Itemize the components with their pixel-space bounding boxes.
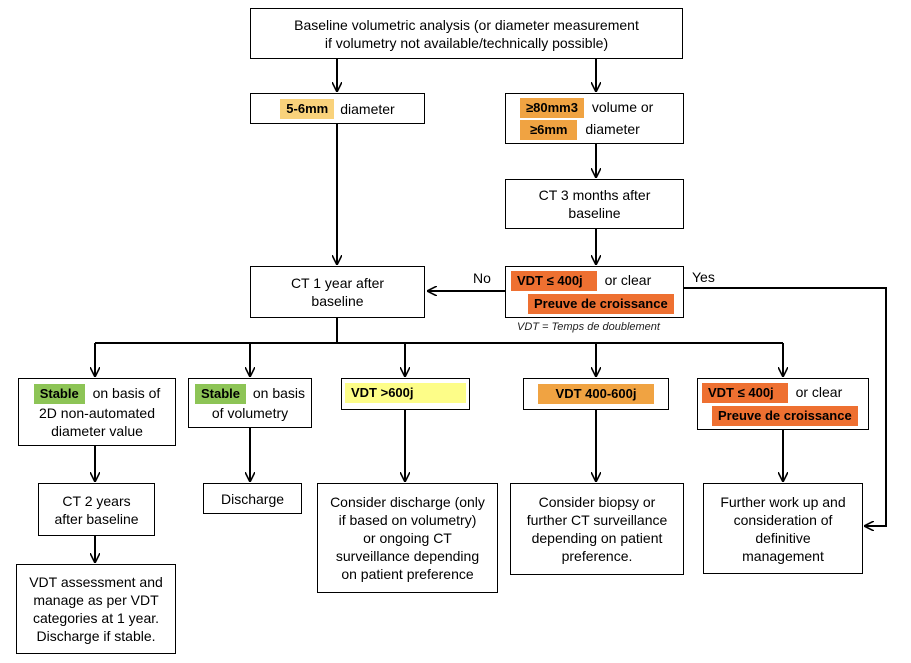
ct2-line2: after baseline <box>54 510 139 527</box>
vdt-definition-note: VDT = Temps de doublement <box>517 321 660 333</box>
ct3-line1: CT 3 months after <box>538 187 651 203</box>
ct3-box: CT 3 months after baseline <box>505 179 684 229</box>
further-workup-line4: management <box>742 547 824 564</box>
vdt-assessment-box: VDT assessment and manage as per VDT cat… <box>16 564 176 654</box>
stable-2d-tag: Stable <box>33 384 85 404</box>
vdt-400-box: VDT ≤ 400j or clear Preuve de croissance <box>697 378 869 430</box>
large-diameter-text: diameter <box>585 121 640 137</box>
large-volume-tag: ≥80mm3 <box>520 98 584 118</box>
vdt-400-600-box: VDT 400-600j <box>523 378 669 410</box>
stable-2d-line3: diameter value <box>51 423 143 439</box>
consider-discharge-line5: on patient preference <box>341 566 474 582</box>
baseline-line2: if volumetry not available/technically p… <box>324 34 609 51</box>
edge-label-no: No <box>473 270 491 286</box>
stable-2d-line2: 2D non-automated <box>39 405 155 421</box>
arrow-decision-yes <box>684 287 887 526</box>
decision-growth-tag: Preuve de croissance <box>528 294 674 314</box>
ct1-line1: CT 1 year after <box>290 275 385 291</box>
vdt-assessment-line4: Discharge if stable. <box>36 628 156 644</box>
stable-2d-text1: on basis of <box>92 385 161 401</box>
large-diameter-tag: ≥6mm <box>520 120 578 140</box>
stable-2d-box: Stable on basis of 2D non-automated diam… <box>18 378 176 446</box>
consider-discharge-line2: if based on volumetry) <box>338 512 477 528</box>
vdt-decision-box: VDT ≤ 400j or clear Preuve de croissance <box>505 266 684 318</box>
decision-or-clear-text: or clear <box>604 272 652 288</box>
stable-volumetry-box: Stable on basis of volumetry <box>188 378 312 428</box>
edge-label-yes: Yes <box>692 269 715 285</box>
large-nodule-box: ≥80mm3 volume or ≥6mm diameter <box>505 93 684 144</box>
vdt-400-tag: VDT ≤ 400j <box>702 383 788 403</box>
consider-biopsy-box: Consider biopsy or further CT surveillan… <box>510 483 684 575</box>
small-nodule-box: 5-6mm diameter <box>250 93 425 124</box>
further-workup-line3: definitive <box>755 529 811 546</box>
further-workup-line1: Further work up and <box>720 493 846 510</box>
baseline-box: Baseline volumetric analysis (or diamete… <box>250 8 683 59</box>
ct3-line2: baseline <box>568 205 621 221</box>
consider-biopsy-line4: preference. <box>561 548 633 564</box>
consider-biopsy-line3: depending on patient <box>531 530 663 546</box>
baseline-line1: Baseline volumetric analysis (or diamete… <box>294 16 639 33</box>
vdt-400-growth-tag: Preuve de croissance <box>712 406 858 426</box>
consider-discharge-line4: surveillance depending <box>335 548 480 564</box>
vdt-assessment-line2: manage as per VDT <box>33 592 159 608</box>
consider-discharge-line1: Consider discharge (only <box>330 494 485 510</box>
consider-biopsy-line1: Consider biopsy or <box>538 494 656 510</box>
vdt-assessment-line3: categories at 1 year. <box>32 610 160 626</box>
vdt-600-tag: VDT >600j <box>345 383 466 403</box>
consider-discharge-box: Consider discharge (only if based on vol… <box>317 483 498 593</box>
small-size-text: diameter <box>340 100 395 117</box>
large-volume-text: volume or <box>591 99 654 115</box>
small-size-tag: 5-6mm <box>280 98 335 119</box>
discharge-text: Discharge <box>220 490 285 507</box>
further-workup-box: Further work up and consideration of def… <box>703 483 863 574</box>
consider-discharge-line3: or ongoing CT <box>363 530 452 546</box>
stable-vol-line2: of volumetry <box>211 405 289 421</box>
vdt-400-or-clear-text: or clear <box>795 384 843 400</box>
ct2-box: CT 2 years after baseline <box>38 483 155 536</box>
stable-vol-text1: on basis <box>252 385 306 401</box>
further-workup-line2: consideration of <box>733 511 833 528</box>
vdt-600-box: VDT >600j <box>341 378 470 410</box>
consider-biopsy-line2: further CT surveillance <box>526 512 668 528</box>
ct1-box: CT 1 year after baseline <box>250 266 425 318</box>
ct1-line2: baseline <box>311 293 364 309</box>
vdt-400-600-tag: VDT 400-600j <box>537 384 655 404</box>
stable-vol-tag: Stable <box>194 384 246 404</box>
decision-vdt-tag: VDT ≤ 400j <box>511 271 597 291</box>
vdt-assessment-line1: VDT assessment and <box>29 574 163 590</box>
discharge-box: Discharge <box>203 483 302 514</box>
ct2-line1: CT 2 years <box>62 492 131 509</box>
